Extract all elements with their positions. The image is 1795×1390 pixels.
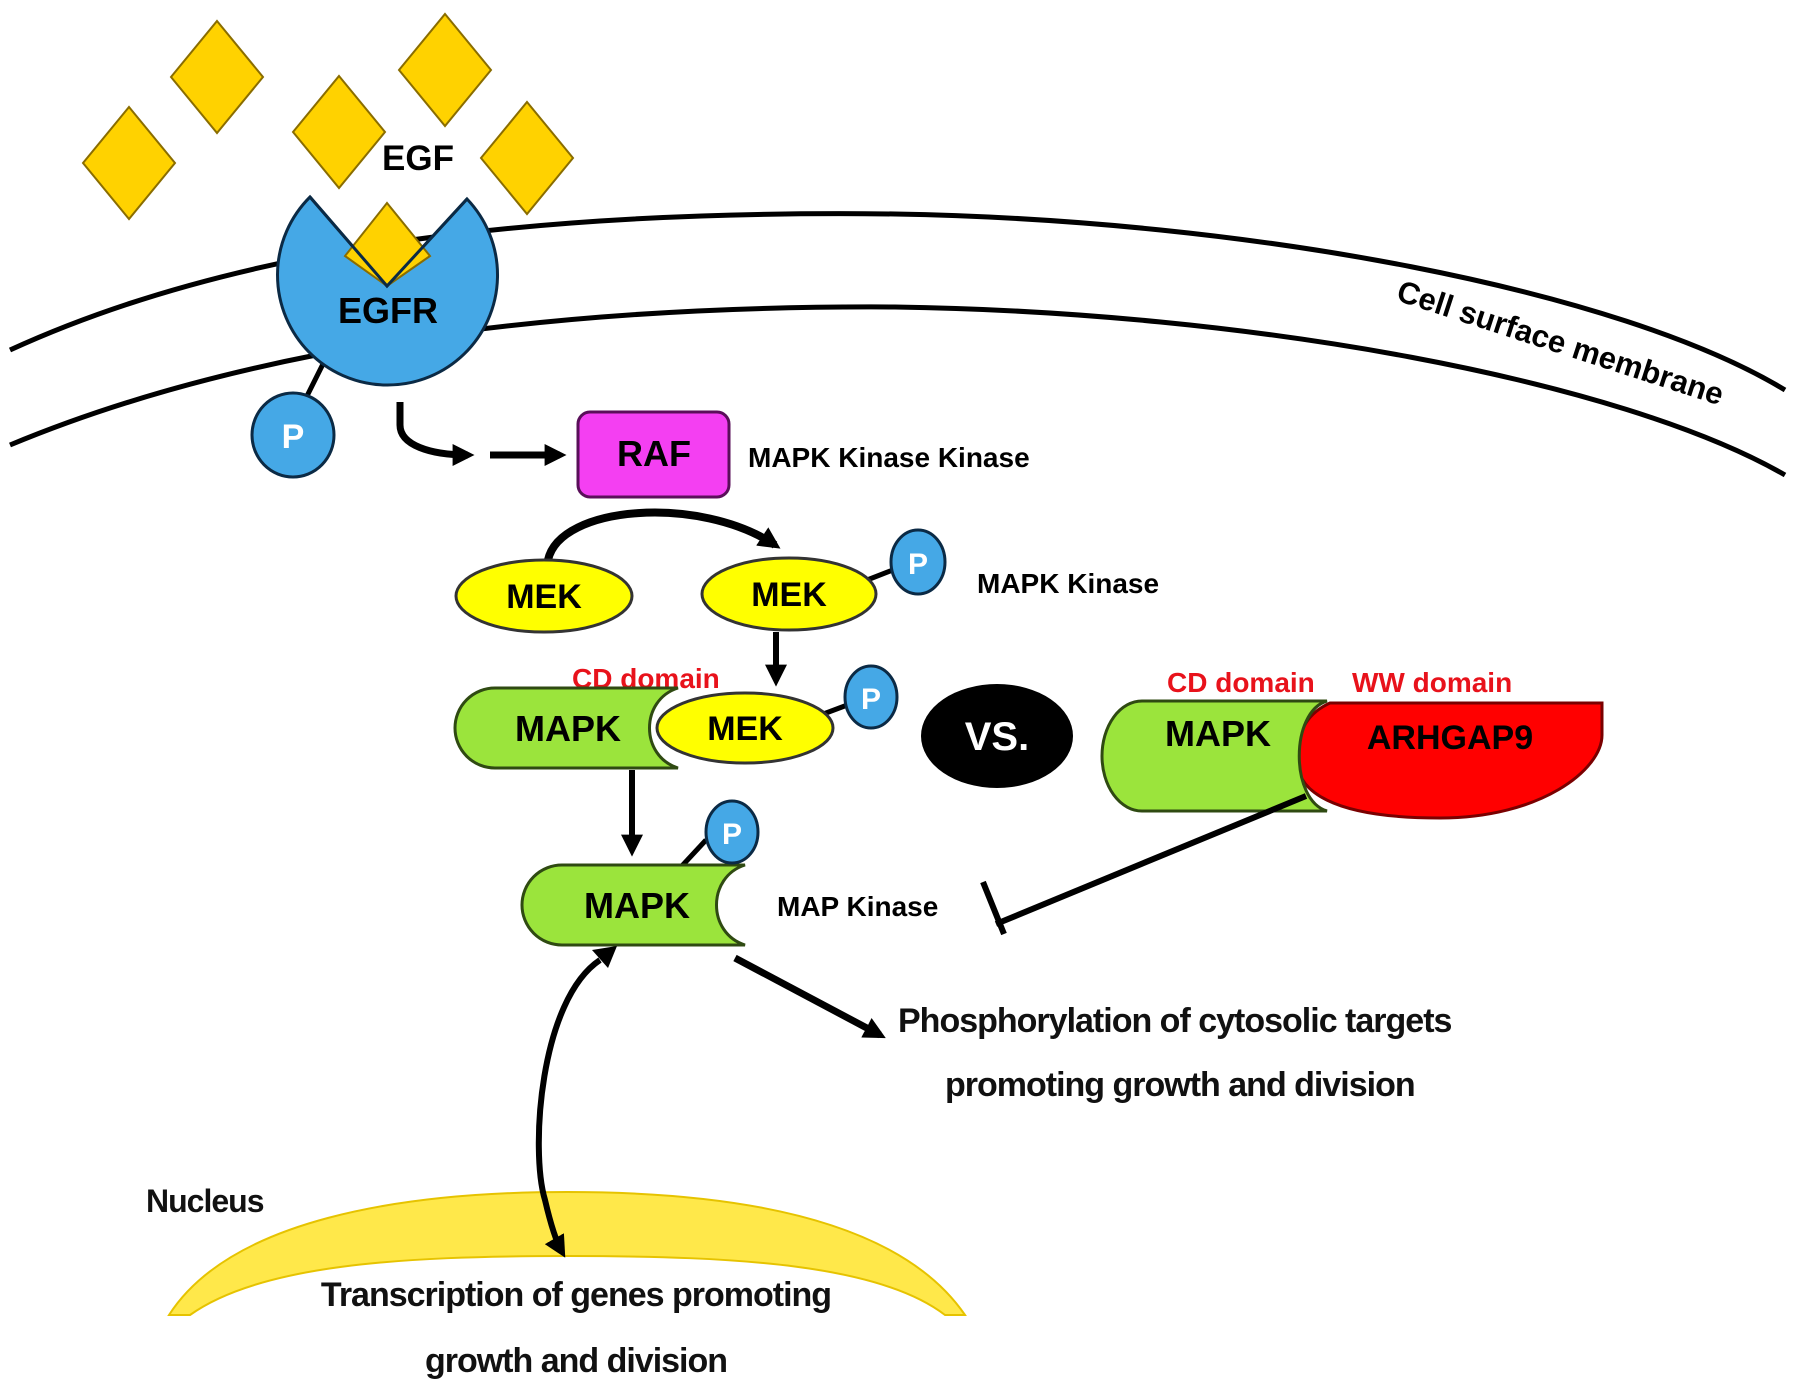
egfr-to-raf-arrows [396,402,567,466]
mapk-right-label: MAPK [1165,713,1271,754]
mek-activation: MEK MEK P MAPK Kinase [454,508,1159,687]
arhgap9-label: ARHGAP9 [1367,719,1533,757]
inhibition-line [994,793,1308,927]
curved-arrow [396,402,475,466]
mek-active-label: MEK [751,576,827,614]
egfr-notch-edge [308,196,469,289]
mek-activation-arrow [544,508,781,562]
mek-phospho-group [889,528,947,596]
cytosolic-text-line2: promoting growth and division [945,1066,1415,1104]
nuclear-branch: Transcription of genes promoting growth … [321,946,832,1380]
mapk-phospho-label: P [722,818,742,851]
mapk-phospho-group [704,799,760,865]
egf-ligand [291,74,387,190]
mapk-active-label: MAPK [584,885,690,926]
egf-ligand [81,105,177,221]
egfr-body [276,194,499,387]
raf-node: RAF MAPK Kinase Kinase [576,410,1030,499]
egfr-phospho-linker [302,358,328,402]
mek-bound-phospho-group [843,664,899,730]
egf-ligand [169,19,265,135]
mapk-mek-complex: CD domain MAPK MEK P [453,663,899,857]
membrane-inner-line [9,304,1787,478]
vs-circle [921,684,1073,788]
mek-inactive-label: MEK [506,578,582,616]
mek-role-label: MAPK Kinase [977,568,1159,599]
mek-bound-phospho-label: P [861,683,881,716]
mapk-active: MAPK P MAP Kinase [520,799,938,947]
mek-inactive [454,558,634,634]
egfr-phospho-group [250,391,336,479]
nucleus-envelope [167,1190,967,1316]
egf-ligands: EGF [81,12,575,221]
mapk-label: MAPK [515,708,621,749]
vs-label: VS. [965,715,1029,759]
mek-bound-label: MEK [707,710,783,748]
mapk-phospho-linker [678,838,708,870]
mek-phospho-label: P [908,548,928,581]
mek-bound [655,691,835,765]
egfr-label: EGFR [338,290,438,331]
transcription-text-line2: growth and division [425,1342,727,1380]
nuclear-arrow-top-head [592,946,617,968]
inhibition-bar [980,880,1007,936]
ww-domain-label: WW domain [1352,667,1512,698]
nucleus: Nucleus [146,1183,967,1316]
mapk-role-label: MAP Kinase [777,891,938,922]
cytosolic-arrow [733,954,886,1039]
mapk-shape [453,686,679,770]
vs-badge: VS. [921,684,1073,788]
egf-label: EGF [382,139,454,178]
raf-box [576,410,731,499]
cytosolic-text-line1: Phosphorylation of cytosolic targets [898,1002,1452,1040]
nuclear-translocation-arrow [535,957,602,1258]
mek-active [700,556,878,632]
egfr-phospho-label: P [282,418,305,456]
cd-domain-label-right: CD domain [1167,667,1315,698]
raf-label: RAF [617,433,691,474]
transcription-text-line1: Transcription of genes promoting [321,1276,831,1314]
raf-role-label: MAPK Kinase Kinase [748,442,1030,473]
egf-ligand [479,100,575,216]
membrane-outer-line [8,211,1787,393]
nucleus-label: Nucleus [146,1183,264,1219]
egf-ligand [397,12,493,128]
egfr-receptor: EGFR P [250,194,499,479]
mapk-arhgap9-complex: CD domain WW domain ARHGAP9 MAPK [980,667,1604,936]
mapk-right-shape [1100,699,1328,813]
cytosolic-branch: Phosphorylation of cytosolic targets pro… [733,954,1453,1104]
mapk-active-shape [520,863,746,947]
